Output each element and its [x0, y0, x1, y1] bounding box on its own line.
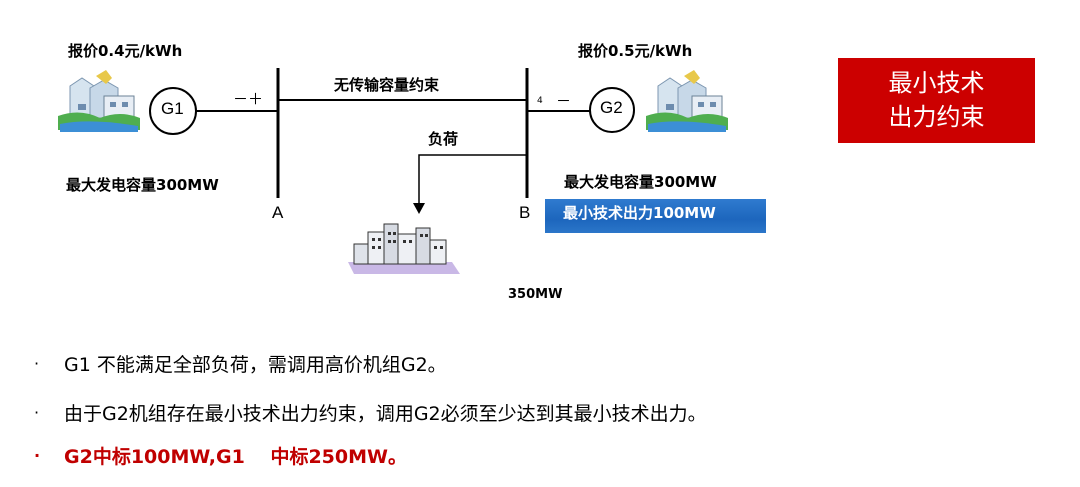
- line-constraint-label: 无传输容量约束: [334, 76, 440, 94]
- bullet-item-2: · 由于G2机组存在最小技术出力约束，调用G2必须至少达到其最小技术出力。: [34, 399, 707, 426]
- g2-small-mark: 4: [537, 96, 543, 106]
- node-a-label: A: [272, 203, 284, 222]
- load-value-label: 350MW: [508, 287, 563, 302]
- load-label: 负荷: [428, 130, 459, 148]
- load-connection: [418, 154, 527, 205]
- constraint-callout: 最小技术 出力约束: [838, 58, 1035, 143]
- bullet-text: 由于G2机组存在最小技术出力约束，调用G2必须至少达到其最小技术出力。: [64, 403, 707, 425]
- min-output-box: 最小技术出力100MW: [545, 199, 766, 233]
- bullet-item-3: · G2中标100MW,G1 中标250MW。: [34, 442, 407, 469]
- g2-circle: [589, 87, 635, 133]
- bullet-item-1: · G1 不能满足全部负荷，需调用高价机组G2。: [34, 350, 447, 377]
- power-plant-icon-right: [646, 70, 728, 132]
- g2-price-label: 报价0.5元/kWh: [578, 42, 693, 60]
- callout-line-2: 出力约束: [888, 103, 985, 131]
- bullet-marker: ·: [34, 446, 41, 465]
- city-icon: [348, 223, 460, 274]
- g1-capacity-label: 最大发电容量300MW: [66, 176, 219, 194]
- min-output-label: 最小技术出力100MW: [563, 204, 716, 222]
- g1-label: G1: [161, 99, 184, 118]
- bullet-marker: ·: [34, 403, 40, 422]
- callout-line-1: 最小技术: [888, 69, 985, 97]
- g1-sign-label: －＋: [233, 90, 264, 108]
- bullet-text: G2中标100MW,G1 中标250MW。: [64, 446, 407, 468]
- load-arrow-head: [413, 203, 425, 214]
- g2-capacity-label: 最大发电容量300MW: [564, 173, 717, 191]
- g2-sign-label: －: [556, 92, 572, 110]
- power-plant-icon-left: [58, 70, 140, 132]
- bullet-marker: ·: [34, 354, 40, 373]
- g2-label: G2: [600, 98, 623, 117]
- node-b-label: B: [519, 203, 531, 222]
- g1-price-label: 报价0.4元/kWh: [68, 42, 183, 60]
- bullet-text: G1 不能满足全部负荷，需调用高价机组G2。: [64, 354, 447, 376]
